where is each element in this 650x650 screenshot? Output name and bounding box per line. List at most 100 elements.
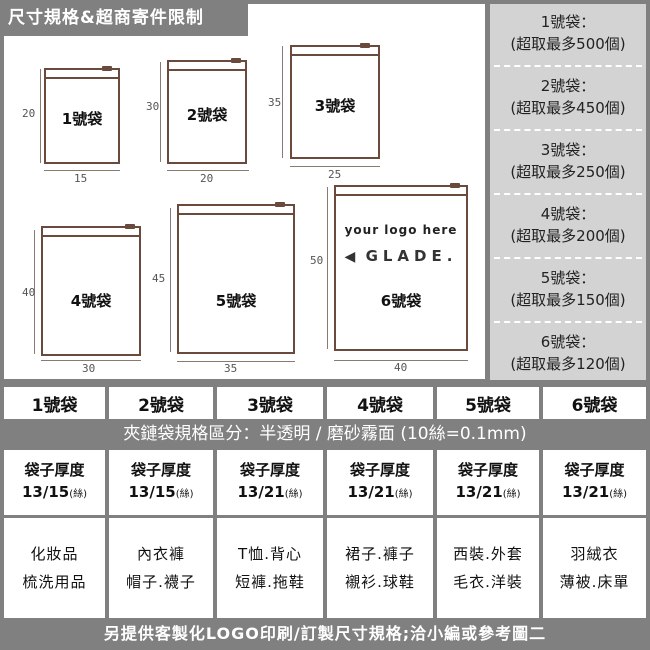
bag-4-outline: 4號袋 xyxy=(41,224,141,356)
limit-item: 5號袋： (超取最多150個) xyxy=(490,260,646,322)
bag-3-width-line xyxy=(290,166,380,167)
footer-banner: 另提供客製化LOGO印刷/訂製尺寸規格;洽小編或參考圖二 xyxy=(103,624,547,643)
header-cell: 3號袋 xyxy=(217,387,323,419)
thickness-cell: 袋子厚度 13/15(絲) xyxy=(109,450,213,515)
dashed-divider xyxy=(494,129,642,131)
limit-item: 6號袋： (超取最多120個) xyxy=(490,324,646,386)
bag-4-height-line xyxy=(34,230,35,354)
thickness-cell: 袋子厚度 13/21(絲) xyxy=(327,450,433,515)
bag-6-height-line xyxy=(327,187,328,349)
zipper-line xyxy=(46,77,118,79)
bag-5-width-line xyxy=(177,361,295,362)
bag-5-width: 35 xyxy=(224,362,238,375)
bag-2-width-line xyxy=(167,170,249,171)
usage-cell: 羽絨衣薄被.床單 xyxy=(543,518,646,618)
header-cell: 2號袋 xyxy=(109,387,213,419)
limit-max: (超取最多200個) xyxy=(510,227,626,245)
bag-illustration-panel: 20 1號袋 15 30 2號袋 20 35 3號袋 25 40 xyxy=(0,0,485,379)
usage-cell: 裙子.褲子襯衫.球鞋 xyxy=(327,518,433,618)
bag-4-label: 4號袋 xyxy=(70,292,112,310)
bag-1-label: 1號袋 xyxy=(61,110,103,128)
bag-2-height-line xyxy=(160,62,161,162)
bag-3-label: 3號袋 xyxy=(314,97,356,115)
thickness-cell: 袋子厚度 13/21(絲) xyxy=(217,450,323,515)
bag-3-width: 25 xyxy=(328,168,342,181)
zipper-tab xyxy=(125,224,135,229)
bag-1-height-line xyxy=(40,69,41,163)
zipper-line xyxy=(179,213,293,215)
zipper-tab xyxy=(102,66,112,71)
limit-item: 2號袋： (超取最多450個) xyxy=(490,68,646,130)
header-cell: 6號袋 xyxy=(543,387,646,419)
bag-1-width-line xyxy=(44,170,120,171)
bag-1-width: 15 xyxy=(74,172,88,185)
zipper-line xyxy=(292,54,378,56)
bag-6-height: 50 xyxy=(310,254,324,267)
limit-bag-name: 1號袋： xyxy=(540,13,596,31)
limit-bag-name: 4號袋： xyxy=(540,205,596,223)
bag-2-width: 20 xyxy=(200,172,214,185)
header-cell: 1號袋 xyxy=(4,387,105,419)
bag-4-width: 30 xyxy=(82,362,96,375)
bag-3-outline: 3號袋 xyxy=(290,43,380,159)
table-header-row: 1號袋 2號袋 3號袋 4號袋 5號袋 6號袋 xyxy=(4,387,646,419)
dashed-divider xyxy=(494,65,642,67)
logo-placeholder-text: your logo here xyxy=(344,223,458,237)
bag-6-label: 6號袋 xyxy=(380,292,422,310)
bag-2-height: 30 xyxy=(146,100,160,113)
bag-2-outline: 2號袋 xyxy=(167,58,247,164)
usage-cell: 化妝品梳洗用品 xyxy=(4,518,105,618)
bag-1-outline: 1號袋 xyxy=(44,66,120,164)
limit-bag-name: 5號袋： xyxy=(540,269,596,287)
header-cell: 5號袋 xyxy=(437,387,539,419)
limit-bag-name: 3號袋： xyxy=(540,141,596,159)
dashed-divider xyxy=(494,193,642,195)
zipper-tab xyxy=(450,183,460,188)
bag-6-width-line xyxy=(334,360,468,361)
limit-bag-name: 6號袋： xyxy=(540,333,596,351)
zipper-tab xyxy=(275,202,285,207)
limit-max: (超取最多250個) xyxy=(510,163,626,181)
brand-name: GLADE. xyxy=(365,247,458,265)
usage-row: 化妝品梳洗用品 內衣褲帽子.襪子 T恤.背心短褲.拖鞋 裙子.褲子襯衫.球鞋 西… xyxy=(4,518,646,618)
shipping-limits-panel: 1號袋： (超取最多500個) 2號袋： (超取最多450個) 3號袋： (超取… xyxy=(490,4,646,380)
thickness-cell: 袋子厚度 13/21(絲) xyxy=(543,450,646,515)
brand-arrow-icon: ◀ xyxy=(344,249,356,265)
limit-max: (超取最多500個) xyxy=(510,35,626,53)
thickness-cell: 袋子厚度 13/21(絲) xyxy=(437,450,539,515)
bag-4-width-line xyxy=(41,360,141,361)
usage-cell: 內衣褲帽子.襪子 xyxy=(109,518,213,618)
brand-logo: ◀ GLADE. xyxy=(336,247,466,265)
bag-1-height: 20 xyxy=(22,107,36,120)
zipper-line xyxy=(169,69,245,71)
dashed-divider xyxy=(494,257,642,259)
thickness-cell: 袋子厚度 13/15(絲) xyxy=(4,450,105,515)
bag-4-height: 40 xyxy=(22,286,36,299)
header-cell: 4號袋 xyxy=(327,387,433,419)
limit-item: 3號袋： (超取最多250個) xyxy=(490,132,646,194)
bag-6-width: 40 xyxy=(394,361,408,374)
limit-max: (超取最多450個) xyxy=(510,99,626,117)
zipper-line xyxy=(43,235,139,237)
bag-3-height-line xyxy=(282,46,283,158)
zipper-tab xyxy=(360,43,370,48)
limit-max: (超取最多150個) xyxy=(510,291,626,309)
page-title: 尺寸規格&超商寄件限制 xyxy=(0,0,248,36)
bag-5-label: 5號袋 xyxy=(215,292,257,310)
usage-cell: T恤.背心短褲.拖鞋 xyxy=(217,518,323,618)
limit-bag-name: 2號袋： xyxy=(540,77,596,95)
bag-6-outline: your logo here ◀ GLADE. 6號袋 xyxy=(334,183,468,351)
bag-2-label: 2號袋 xyxy=(186,106,228,124)
thickness-row: 袋子厚度 13/15(絲) 袋子厚度 13/15(絲) 袋子厚度 13/21(絲… xyxy=(4,450,646,515)
zipper-line xyxy=(336,194,466,196)
bag-3-height: 35 xyxy=(268,96,282,109)
dashed-divider xyxy=(494,321,642,323)
limit-item: 1號袋： (超取最多500個) xyxy=(490,4,646,66)
bag-5-height-line xyxy=(170,208,171,352)
limit-item: 4號袋： (超取最多200個) xyxy=(490,196,646,258)
bag-5-height: 45 xyxy=(152,272,166,285)
usage-cell: 西裝.外套毛衣.洋裝 xyxy=(437,518,539,618)
bag-5-outline: 5號袋 xyxy=(177,202,295,354)
limit-max: (超取最多120個) xyxy=(510,355,626,373)
